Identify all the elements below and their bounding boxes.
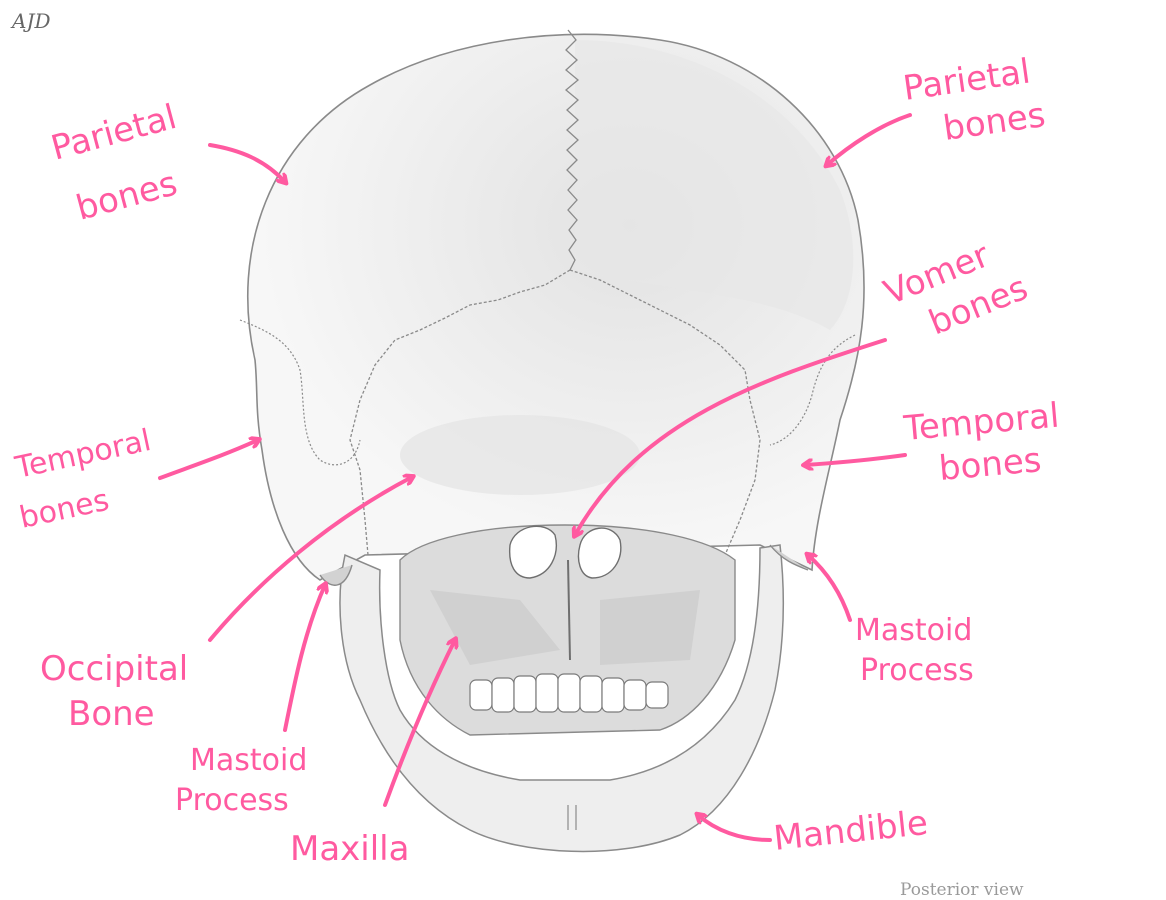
nasal-opening-left [508,525,557,579]
occipital-shadow [400,415,640,495]
label-occipital-2: Bone [68,694,155,734]
lambdoid-suture [349,269,571,556]
teeth-row [469,673,669,713]
arrow-occipital [208,477,412,642]
mastoid-right [769,544,809,571]
pointer-arrows [158,113,912,842]
mastoid-left [319,564,353,586]
view-caption: Posterior view [900,880,1024,900]
arrow-parietal-right [827,113,912,165]
temporal-suture-right [769,334,856,446]
artist-signature: AJD [10,9,51,33]
arrow-mastoid-left [283,585,325,732]
arrow-temporal-right [805,453,907,465]
label-parietal-right-2: bones [941,95,1048,149]
annotation-labels: Parietal bones Parietal bones Vomer bone… [11,52,1060,869]
arrow-mastoid-right [808,555,852,622]
vomer-bone [567,559,571,661]
label-mastoid-left-1: Mastoid [190,743,307,778]
nasal-opening-right [577,527,622,579]
arrow-temporal-left [158,440,258,480]
label-maxilla: Maxilla [290,829,409,869]
label-mastoid-left-2: Process [175,783,289,818]
temporal-suture-left [239,319,361,466]
parietal-shading [575,40,854,330]
label-occipital-1: Occipital [40,649,188,689]
skull-illustration [239,29,865,853]
arrow-maxilla [383,640,455,807]
label-mandible: Mandible [772,803,930,859]
label-mastoid-right-1: Mastoid [855,613,972,648]
arrow-vomer [575,338,887,535]
label-temporal-left-1: Temporal [11,423,154,486]
label-temporal-left-2: bones [16,483,112,536]
label-parietal-left-2: bones [72,164,181,229]
label-parietal-left-1: Parietal [47,97,181,169]
palate-shading-right [600,590,700,665]
sagittal-suture [564,29,580,271]
arrow-parietal-left [208,143,285,182]
lambdoid-suture-right [569,269,761,556]
label-temporal-right-2: bones [937,440,1043,489]
mandible-outline [339,544,785,853]
arrow-mandible [698,815,772,842]
label-mastoid-right-2: Process [860,653,974,688]
palate-shading [430,590,560,665]
